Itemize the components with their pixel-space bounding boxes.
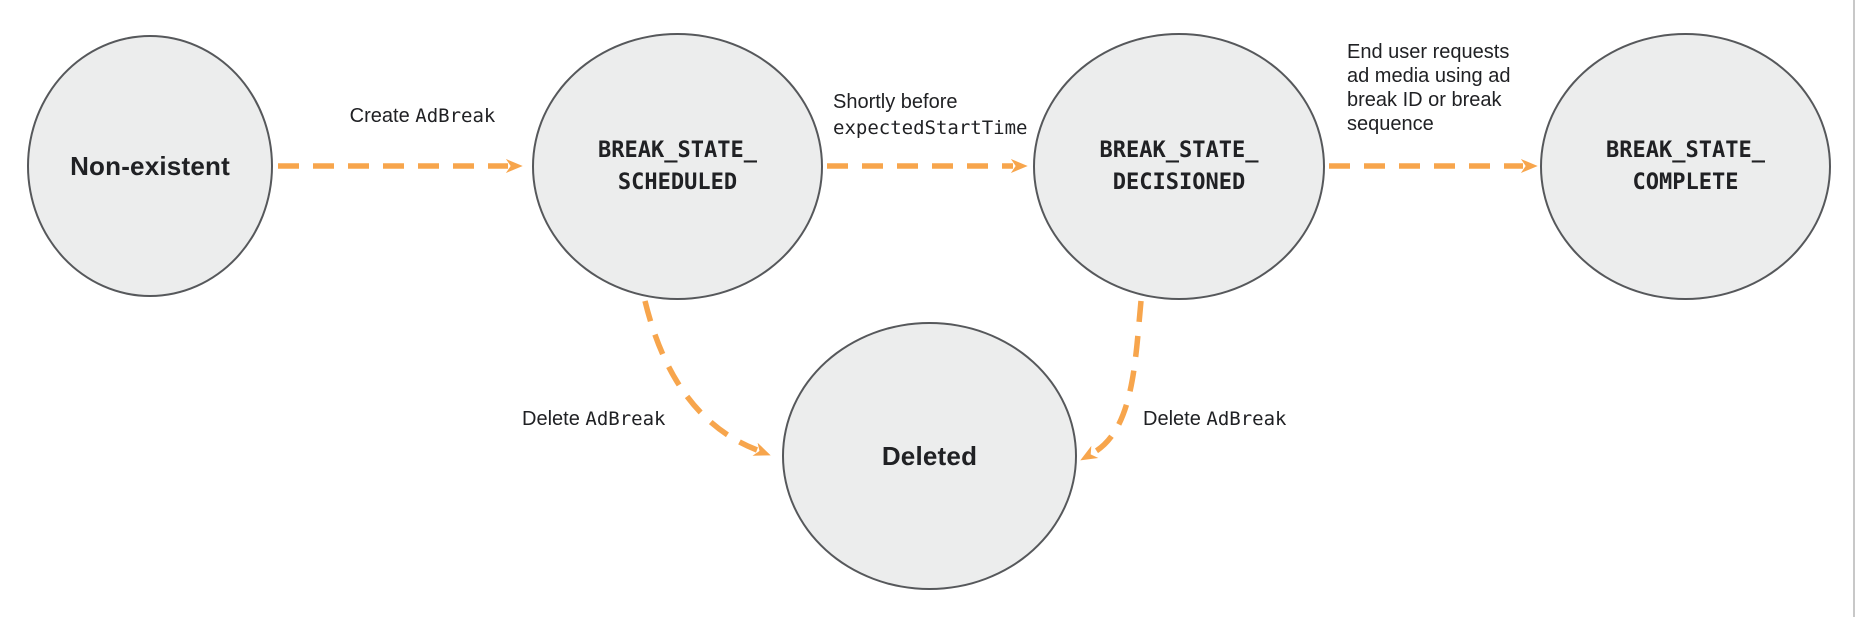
node-label-line1: BREAK_STATE_ bbox=[1606, 137, 1765, 163]
edge-label-create-adbreak: Create AdBreak bbox=[295, 103, 550, 129]
edge-label-code: AdBreak bbox=[415, 105, 496, 127]
node-label-line2: SCHEDULED bbox=[617, 169, 738, 195]
edge-label-code: AdBreak bbox=[1206, 408, 1287, 430]
node-break-state-complete: BREAK_STATE_ COMPLETE bbox=[1540, 33, 1831, 300]
node-deleted-label: Deleted bbox=[881, 440, 978, 471]
edge-label-delete-adbreak-left: Delete AdBreak bbox=[522, 406, 665, 432]
node-label-line2: DECISIONED bbox=[1112, 169, 1246, 195]
edge-label-text: Create bbox=[349, 105, 416, 127]
edge-label-delete-adbreak-right: Delete AdBreak bbox=[1143, 406, 1286, 432]
node-non-existent-label: Non-existent bbox=[70, 150, 230, 181]
node-break-state-decisioned: BREAK_STATE_ DECISIONED bbox=[1033, 33, 1325, 300]
edge-delete-from-decisioned-arrow bbox=[1080, 300, 1144, 461]
node-label-line1: BREAK_STATE_ bbox=[1099, 137, 1259, 163]
edge-label-text: End user requests bbox=[1347, 41, 1510, 63]
edge-label-end-user-request: End user requests ad media using ad brea… bbox=[1347, 40, 1510, 136]
node-break-state-decisioned-label: BREAK_STATE_ DECISIONED bbox=[1100, 135, 1259, 199]
edge-label-code: AdBreak bbox=[585, 408, 666, 430]
edge-label-text: sequence bbox=[1347, 113, 1434, 135]
edge-label-code: expectedStartTime bbox=[833, 117, 1028, 139]
edge-label-text: Delete bbox=[1143, 408, 1207, 430]
edge-label-text: Shortly before bbox=[833, 91, 958, 113]
node-label-line2: COMPLETE bbox=[1632, 169, 1739, 195]
node-break-state-scheduled-label: BREAK_STATE_ SCHEDULED bbox=[598, 135, 757, 199]
node-label-line1: BREAK_STATE_ bbox=[598, 137, 757, 163]
page-right-border bbox=[1853, 0, 1855, 617]
edge-label-shortly-before: Shortly before expectedStartTime bbox=[833, 89, 1027, 141]
node-deleted: Deleted bbox=[782, 322, 1077, 590]
node-break-state-scheduled: BREAK_STATE_ SCHEDULED bbox=[532, 33, 823, 300]
edge-label-text: ad media using ad bbox=[1347, 65, 1511, 87]
edge-label-text: break ID or break bbox=[1347, 89, 1502, 111]
edge-label-text: Delete bbox=[522, 408, 586, 430]
node-break-state-complete-label: BREAK_STATE_ COMPLETE bbox=[1606, 135, 1765, 199]
node-non-existent: Non-existent bbox=[27, 35, 273, 297]
